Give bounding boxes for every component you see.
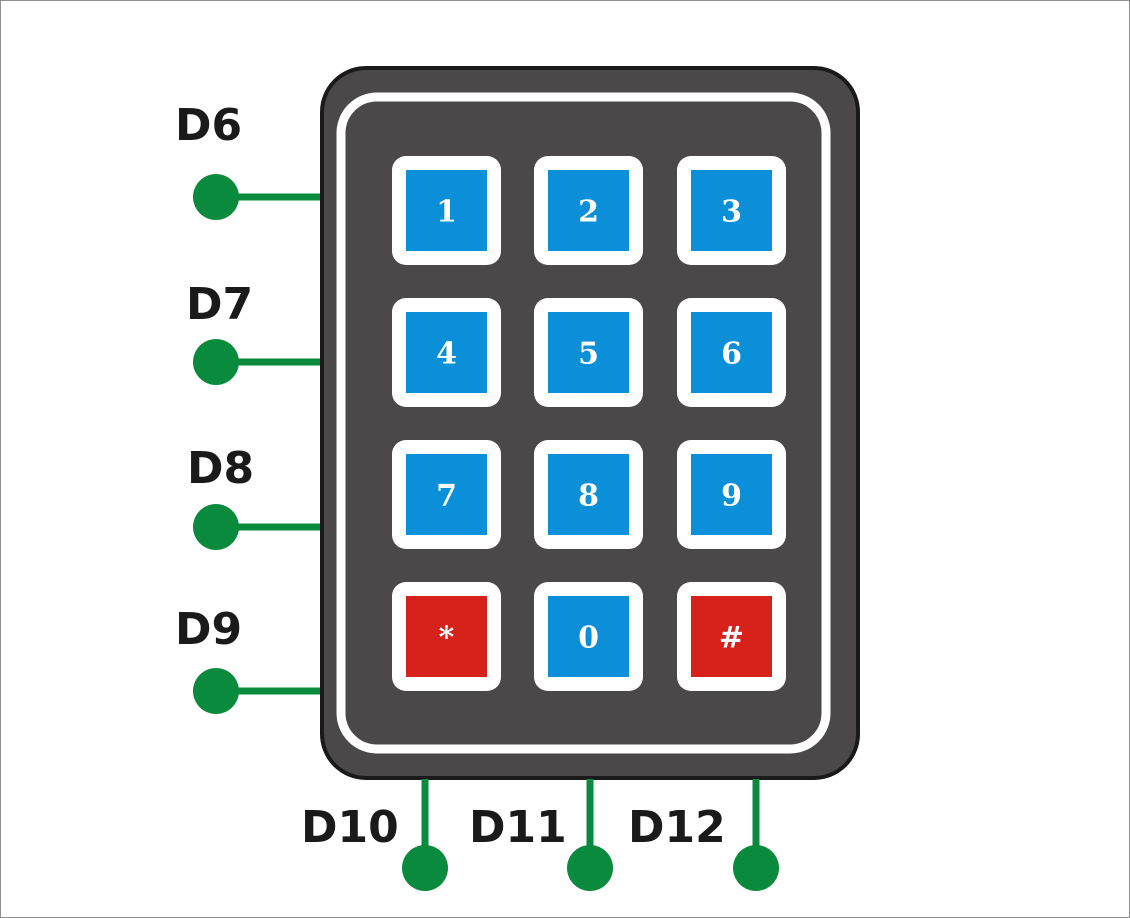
key-label: 8 — [578, 479, 599, 514]
key-6[interactable]: 6 — [677, 298, 786, 407]
key-label: 2 — [578, 195, 599, 230]
pin-label-d8: D8 — [187, 443, 254, 494]
key-face — [406, 312, 487, 393]
key-0[interactable]: 0 — [534, 582, 643, 691]
key-label: 3 — [721, 195, 742, 230]
key-face — [691, 170, 772, 251]
row-pin-d9[interactable] — [193, 668, 239, 714]
key-face — [691, 596, 772, 677]
key-label: 5 — [578, 337, 599, 372]
key-label: 9 — [721, 479, 742, 514]
key-label: 6 — [721, 337, 742, 372]
key-8[interactable]: 8 — [534, 440, 643, 549]
column-pin-d11[interactable] — [567, 845, 613, 891]
key-face — [406, 454, 487, 535]
key-face — [548, 170, 629, 251]
key-5[interactable]: 5 — [534, 298, 643, 407]
keypad-keys: 1 2 3 4 5 6 7 8 9 * 0 # — [392, 156, 786, 691]
keypad-inner-border — [336, 92, 831, 754]
key-face — [548, 312, 629, 393]
key-4[interactable]: 4 — [392, 298, 501, 407]
key-2[interactable]: 2 — [534, 156, 643, 265]
key-star[interactable]: * — [392, 582, 501, 691]
row-pin-d6[interactable] — [193, 174, 239, 220]
key-1[interactable]: 1 — [392, 156, 501, 265]
column-pin-d10[interactable] — [402, 845, 448, 891]
key-label: * — [439, 621, 455, 656]
key-9[interactable]: 9 — [677, 440, 786, 549]
column-pin-d12[interactable] — [733, 845, 779, 891]
pin-label-d6: D6 — [175, 100, 242, 151]
pin-label-d11: D11 — [469, 802, 567, 853]
key-label: 1 — [436, 195, 457, 230]
key-face — [691, 312, 772, 393]
key-label: 7 — [436, 479, 457, 514]
key-face — [548, 596, 629, 677]
row-wires: D6 D7 D8 D9 — [175, 100, 320, 714]
key-hash[interactable]: # — [677, 582, 786, 691]
column-wires: D10 D11 D12 — [301, 779, 779, 891]
key-label: 0 — [578, 621, 599, 656]
pin-label-d9: D9 — [175, 604, 242, 655]
key-label: 4 — [436, 337, 457, 372]
key-face — [406, 170, 487, 251]
key-3[interactable]: 3 — [677, 156, 786, 265]
row-pin-d8[interactable] — [193, 504, 239, 550]
pin-label-d7: D7 — [186, 279, 253, 330]
key-face — [691, 454, 772, 535]
row-pin-d7[interactable] — [193, 339, 239, 385]
key-7[interactable]: 7 — [392, 440, 501, 549]
key-face — [548, 454, 629, 535]
pin-label-d10: D10 — [301, 802, 399, 853]
pin-label-d12: D12 — [628, 802, 726, 853]
key-label: # — [719, 621, 744, 656]
key-face — [406, 596, 487, 677]
